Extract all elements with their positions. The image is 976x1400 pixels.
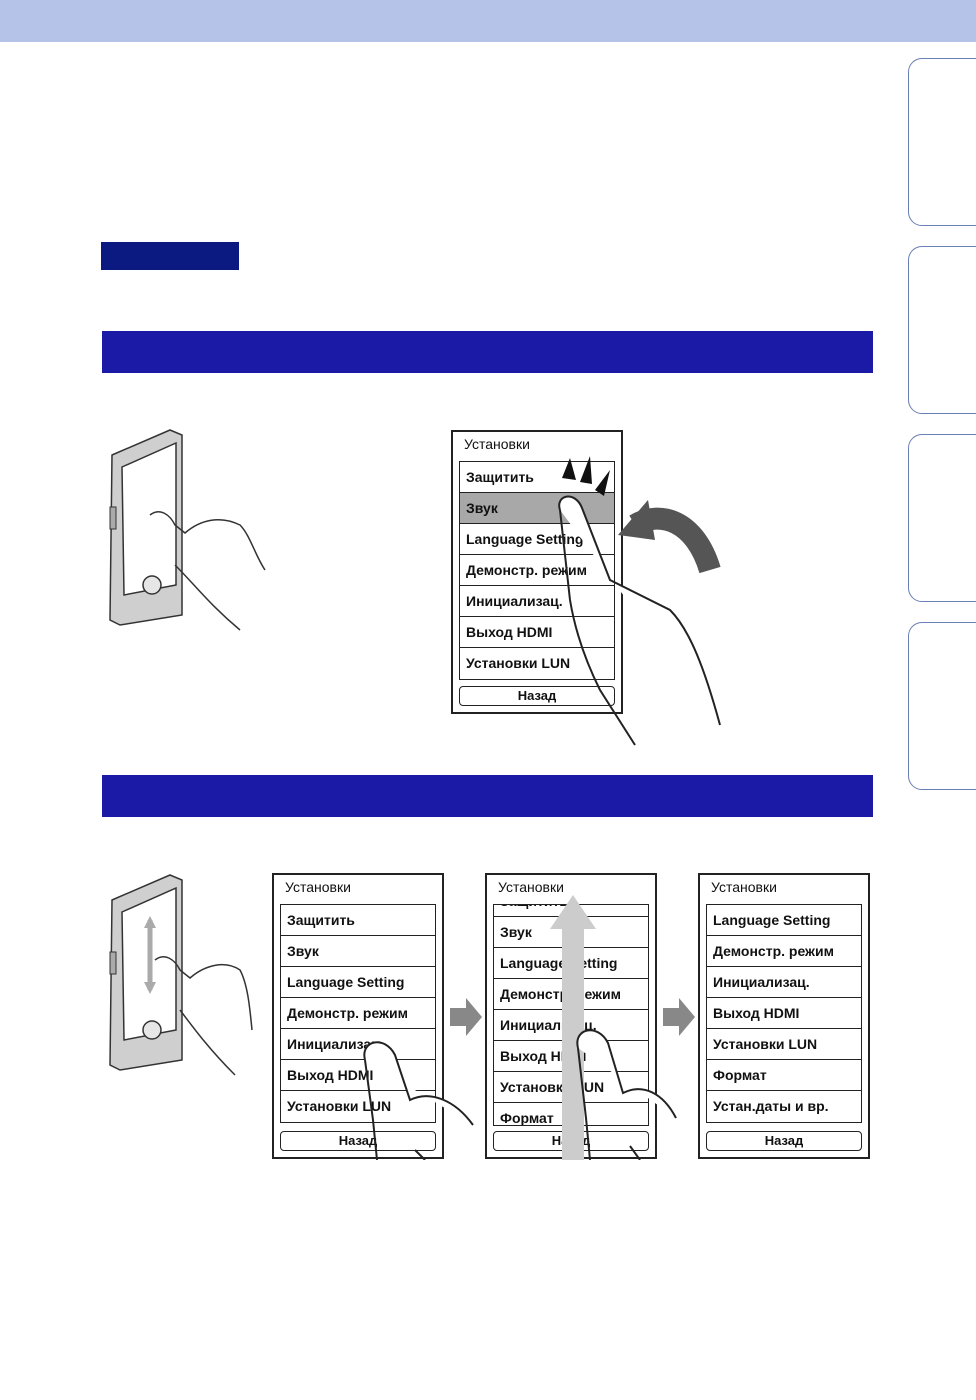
menu-item[interactable]: Инициализац. [460, 586, 614, 617]
drag-screen-panel-3: Установки Language Setting Демонстр. реж… [698, 873, 870, 1159]
drag-screen-panel-1: Установки Защитить Звук Language Setting… [272, 873, 444, 1159]
menu-list-scrolling: Защитить Звук Language Setting Демонстр.… [493, 904, 649, 1126]
menu-item[interactable]: Выход HDMI [707, 998, 861, 1029]
note-tag [101, 242, 239, 270]
menu-item[interactable]: Выход HDMI [281, 1060, 435, 1091]
menu-item[interactable]: Language Setting [494, 948, 648, 979]
menu-item-selected[interactable]: Звук [460, 493, 614, 524]
back-button[interactable]: Назад [459, 686, 615, 706]
menu-item[interactable]: Демонстр. режим [460, 555, 614, 586]
menu-item[interactable]: Устан.даты и вр. [713, 1098, 829, 1114]
screen-title: Установки [464, 436, 530, 452]
menu-item[interactable]: Звук [281, 936, 435, 967]
menu-item[interactable]: Установки LUN [707, 1029, 861, 1060]
menu-item[interactable]: Формат [707, 1060, 861, 1091]
camera-tap-illustration [109, 429, 266, 631]
menu-item[interactable]: Защитить [281, 905, 435, 936]
header-band [0, 0, 976, 42]
camera-drag-illustration [109, 874, 253, 1076]
menu-item[interactable]: Звук [494, 917, 648, 948]
side-tab-2[interactable] [908, 246, 976, 414]
menu-item[interactable]: Защитить [460, 462, 614, 493]
drag-screen-panel-2: Установки Защитить Звук Language Setting… [485, 873, 657, 1159]
screen-title: Установки [285, 879, 351, 895]
side-tab-3[interactable] [908, 434, 976, 602]
menu-list: Защитить Звук Language Setting Демонстр.… [280, 904, 436, 1123]
side-tab-4[interactable] [908, 622, 976, 790]
menu-item[interactable]: Language Setting [707, 905, 861, 936]
back-button[interactable]: Назад [280, 1131, 436, 1151]
menu-item[interactable]: Выход HDMI [494, 1041, 648, 1072]
menu-item[interactable]: Формат [500, 1110, 554, 1126]
menu-item[interactable]: Инициализац. [281, 1029, 435, 1060]
menu-item[interactable]: Установки LUN [287, 1098, 392, 1114]
menu-item[interactable]: Защитить [494, 905, 648, 917]
back-button[interactable]: Назад [706, 1131, 862, 1151]
screen-title: Установки [711, 879, 777, 895]
menu-item[interactable]: Выход HDMI [460, 617, 614, 648]
menu-item[interactable]: Демонстр. режим [707, 936, 861, 967]
menu-item[interactable]: Инициализац. [494, 1010, 648, 1041]
right-arrow-icon [663, 998, 695, 1036]
right-arrow-icon [450, 998, 482, 1036]
curved-arrow-icon [629, 507, 721, 574]
menu-item[interactable]: Language Setting [281, 967, 435, 998]
menu-list: Language Setting Демонстр. режим Инициал… [706, 904, 862, 1123]
menu-item[interactable]: Демонстр. режим [494, 979, 648, 1010]
menu-item[interactable]: Инициализац. [707, 967, 861, 998]
section-bar-tap [102, 331, 873, 373]
menu-list: Защитить Звук Language Setting Демонстр.… [459, 461, 615, 680]
menu-item[interactable]: Language Setting [460, 524, 614, 555]
side-tab-1[interactable] [908, 58, 976, 226]
menu-item[interactable]: Демонстр. режим [281, 998, 435, 1029]
screen-title: Установки [498, 879, 568, 895]
menu-item[interactable]: Установки LUN [494, 1072, 648, 1103]
section-bar-drag [102, 775, 873, 817]
menu-item[interactable]: Установки LUN [466, 655, 571, 671]
tap-screen-panel: Установки Защитить Звук Language Setting… [451, 430, 623, 714]
back-button[interactable]: Назад [493, 1131, 649, 1151]
